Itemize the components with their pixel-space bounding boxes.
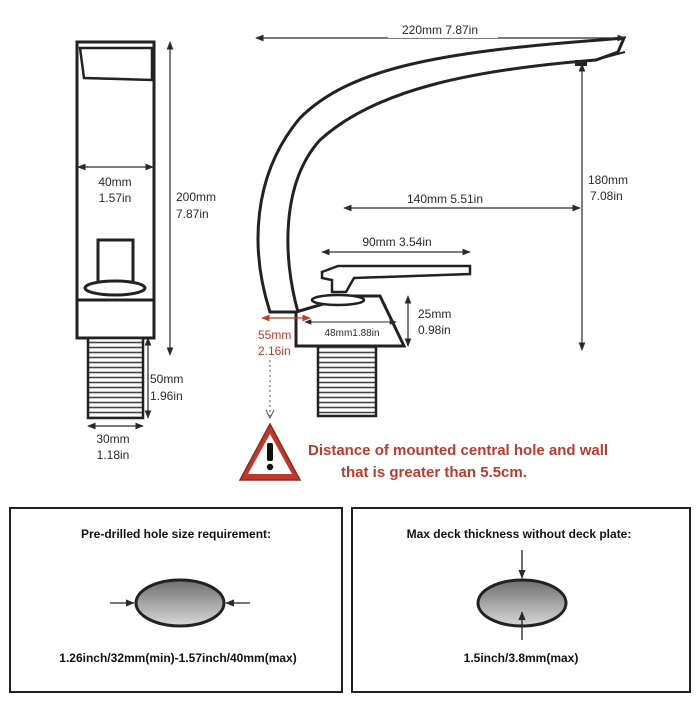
total-length-label: 220mm 7.87in [402, 23, 478, 37]
side-spout-cap [78, 46, 154, 82]
hole-box-value: 1.26inch/32mm(min)-1.57inch/40mm(max) [59, 651, 296, 665]
base-height-label: 25mm [418, 307, 451, 321]
warning-line-1: Distance of mounted central hole and wal… [308, 442, 608, 459]
side-height-in-label: 7.87in [176, 207, 209, 221]
height-label: 180mm [588, 173, 628, 187]
height-in-label: 7.08in [590, 189, 623, 203]
side-width-in-label: 1.57in [99, 191, 132, 205]
wall-distance-label: 55mm [258, 328, 291, 342]
profile-thread [316, 344, 378, 418]
thread-length-label: 50mm [150, 372, 183, 386]
side-width-label: 40mm [98, 175, 131, 189]
side-view: 40mm 1.57in 200mm 7.87in 50mm 1.96in 30m… [75, 40, 216, 462]
base-diameter-label: 48mm1.88in [324, 328, 379, 339]
side-height-label: 200mm [176, 190, 216, 204]
spout-body [256, 36, 627, 314]
side-handle [96, 238, 135, 286]
profile-view: 220mm 7.87in 180mm 7.08in 140mm 5.51in 9… [255, 22, 628, 420]
hole-size-box: Pre-drilled hole size requirement: 1.26i… [9, 507, 343, 693]
thread-width-label: 30mm [96, 432, 129, 446]
handle-length-label: 90mm 3.54in [362, 235, 431, 249]
warning-notice: Distance of mounted central hole and wal… [238, 422, 608, 481]
wall-distance-in-label: 2.16in [258, 344, 291, 358]
spout-nozzle [575, 60, 587, 66]
base-height-in-label: 0.98in [418, 323, 451, 337]
hole-box-title: Pre-drilled hole size requirement: [81, 527, 271, 541]
thread-length-in-label: 1.96in [150, 389, 183, 403]
side-handle-base [83, 279, 147, 297]
side-thread [86, 336, 145, 420]
deck-thickness-box: Max deck thickness without deck plate: 1… [351, 507, 691, 693]
deck-box-value: 1.5inch/3.8mm(max) [464, 651, 579, 665]
thread-width-in-label: 1.18in [97, 448, 130, 462]
profile-handle [320, 264, 472, 294]
deck-box-title: Max deck thickness without deck plate: [407, 527, 632, 541]
warning-line-2: that is greater than 5.5cm. [341, 464, 527, 481]
hole-illustration [134, 578, 226, 628]
reach-label: 140mm 5.51in [407, 192, 483, 206]
